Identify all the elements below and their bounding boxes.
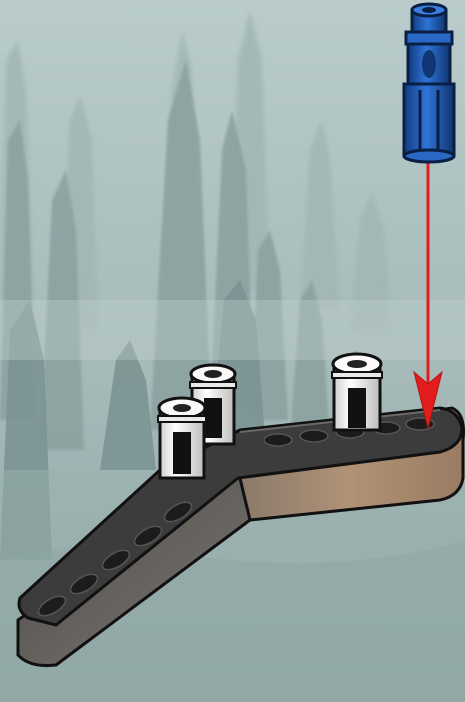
white-pin-right — [332, 354, 382, 430]
blue-axle-pin-icon — [404, 4, 454, 162]
white-pin-left-front — [158, 398, 206, 478]
